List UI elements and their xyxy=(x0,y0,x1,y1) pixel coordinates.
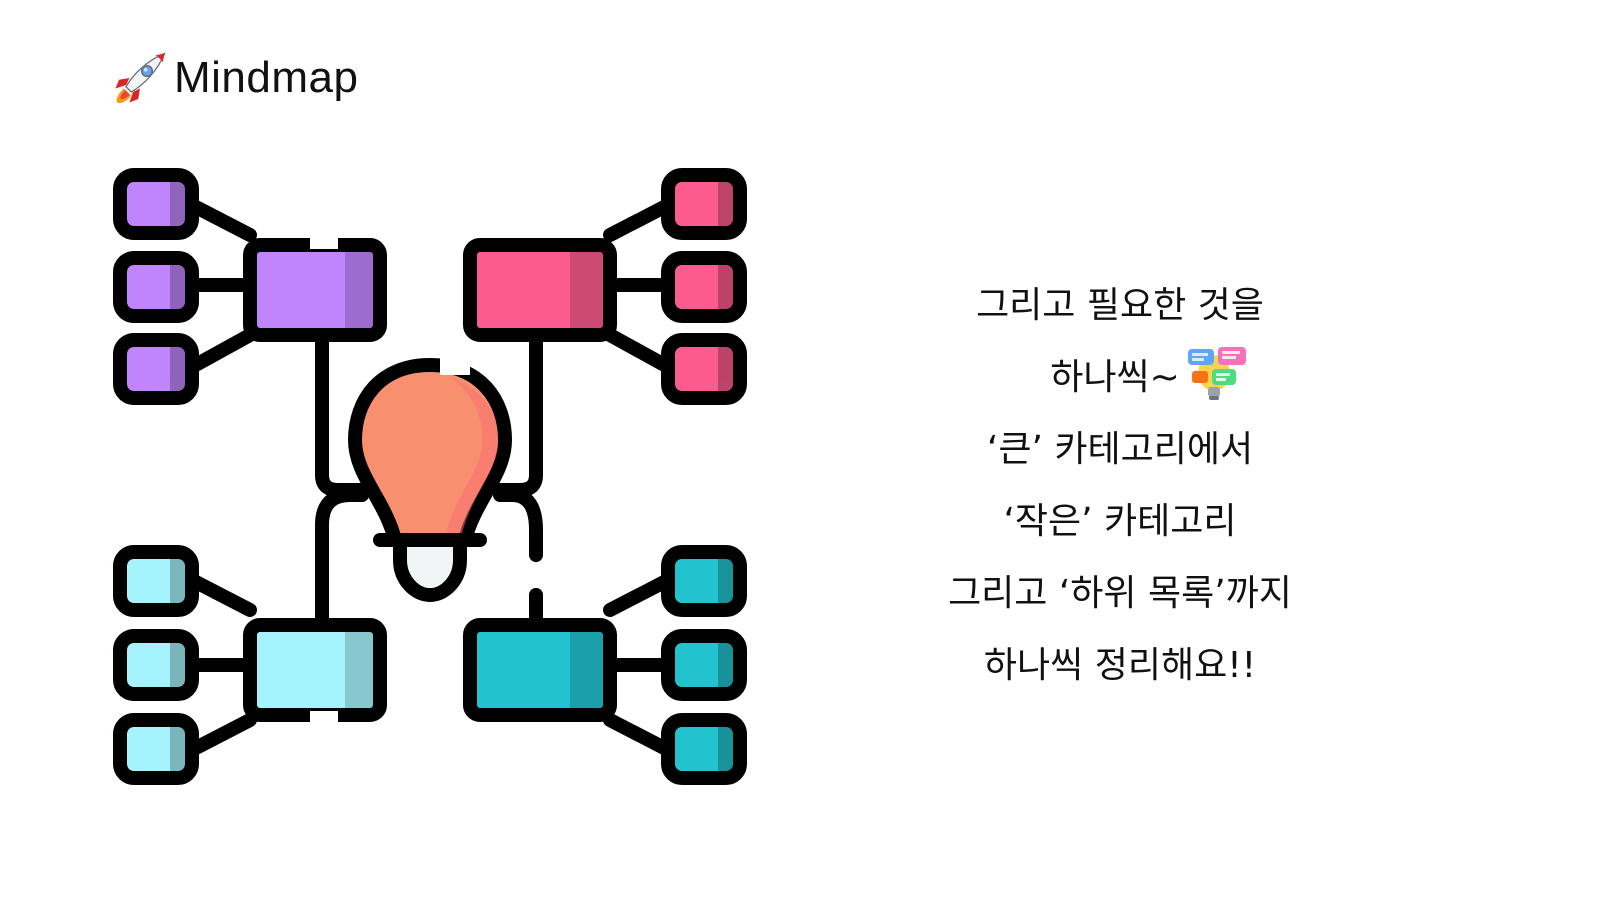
caption-line: 하나씩 정리해요!! xyxy=(983,645,1257,686)
header: Mindmap xyxy=(112,48,358,108)
caption-line-with-sticker: 하나씩~ xyxy=(900,342,1340,414)
caption-line: ‘큰’ 카테고리에서 xyxy=(986,429,1254,470)
page-title: Mindmap xyxy=(174,53,359,102)
caption-line: 그리고 ‘하위 목록’까지 xyxy=(948,573,1292,614)
caption-line: 그리고 필요한 것을 xyxy=(976,285,1264,326)
caption-line: ‘작은’ 카테고리 xyxy=(1003,501,1237,542)
caption-line: 하나씩~ xyxy=(1050,357,1180,398)
idea-bulb-chat-icon xyxy=(1187,347,1246,400)
caption-text: 그리고 필요한 것을 하나씩~ ‘큰’ 카테고리에서 ‘작은’ 카테고리 그리고… xyxy=(900,270,1340,702)
rocket-icon xyxy=(115,52,166,104)
mindmap-lightbulb-icon xyxy=(113,168,747,785)
